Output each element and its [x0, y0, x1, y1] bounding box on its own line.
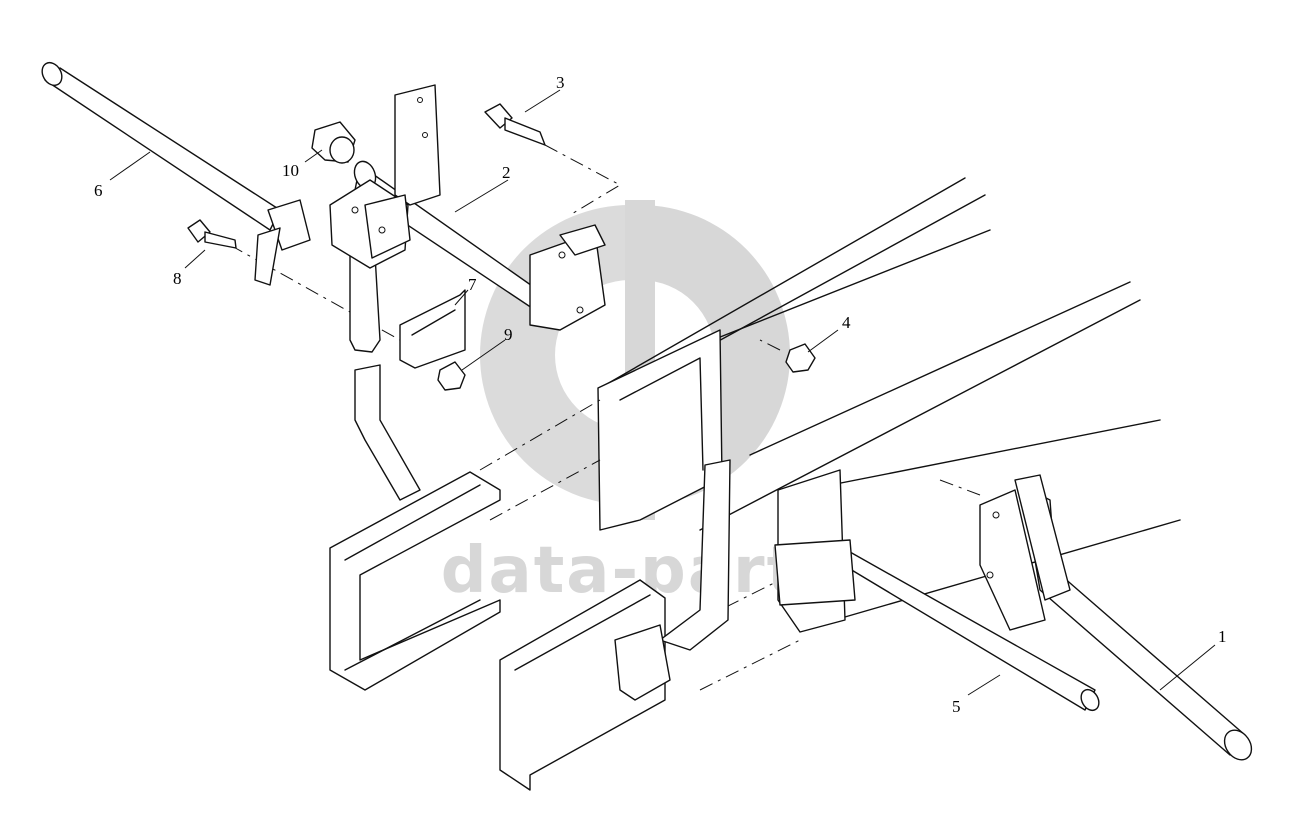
- frame-rail-upper: [597, 177, 1141, 531]
- nut-left: [437, 361, 466, 391]
- callout-4: 4: [842, 313, 851, 332]
- bolt-left: [187, 219, 237, 249]
- stabilizer-bar-left: [41, 61, 421, 501]
- leader-lines: [109, 89, 1216, 696]
- nut-right: [785, 343, 816, 373]
- callout-6: 6: [94, 181, 103, 200]
- mount-bracket-upper: [394, 84, 441, 206]
- cross-member-center: [499, 579, 666, 791]
- rubber-bushing: [311, 121, 356, 164]
- mount-bracket-rear: [529, 224, 606, 331]
- callout-8: 8: [173, 269, 182, 288]
- callout-3: 3: [556, 73, 565, 92]
- stabilizer-link-center: [614, 459, 731, 701]
- callout-1: 1: [1218, 627, 1227, 646]
- bushing-clamp: [399, 289, 466, 369]
- mount-bracket-right: [979, 474, 1071, 631]
- callout-5: 5: [952, 697, 961, 716]
- callout-10: 10: [282, 161, 299, 180]
- callout-labels: 1 2 3 4 5 6 7 8 9 10: [94, 73, 1227, 716]
- cross-member-left: [329, 471, 501, 691]
- callout-2: 2: [502, 163, 511, 182]
- callout-7: 7: [468, 275, 477, 294]
- bolt-upper: [484, 103, 546, 146]
- bushing-clamp-left: [254, 199, 311, 286]
- stabilizer-bar-right: [774, 539, 1100, 712]
- callout-9: 9: [504, 325, 513, 344]
- bushing-block: [329, 179, 411, 269]
